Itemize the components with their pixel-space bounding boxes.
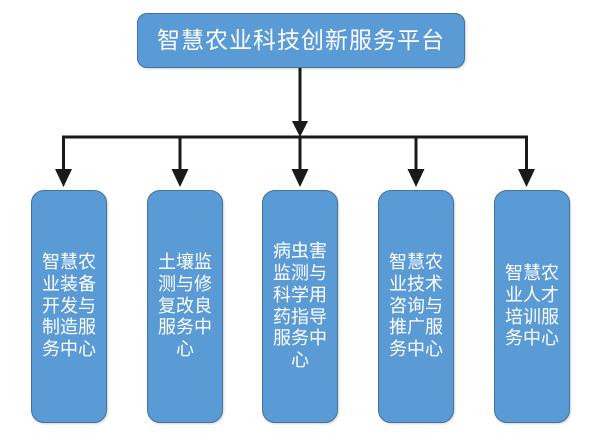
child-node-label: 土壤监测与修复改良服务中心	[158, 251, 212, 360]
arrowhead-child-4	[407, 169, 425, 187]
child-node-talent-training[interactable]: 智慧农业人才培训服务中心	[494, 190, 570, 423]
root-node-label: 智慧农业科技创新服务平台	[157, 26, 445, 53]
child-node-tech-consulting[interactable]: 智慧农业技术咨询与推广服务中心	[378, 190, 454, 423]
arrowhead-bus	[292, 121, 308, 137]
arrowhead-child-2	[171, 169, 189, 187]
child-node-label: 智慧农业技术咨询与推广服务中心	[389, 251, 443, 360]
root-node-platform[interactable]: 智慧农业科技创新服务平台	[137, 13, 465, 68]
child-node-label: 智慧农业装备开发与制造服务中心	[42, 251, 96, 360]
arrowhead-child-5	[518, 169, 535, 187]
arrowhead-child-3	[291, 169, 309, 187]
child-node-label: 病虫害监测与科学用药指导服务中心	[273, 240, 327, 371]
child-node-equipment-manufacturing[interactable]: 智慧农业装备开发与制造服务中心	[31, 190, 107, 423]
child-node-soil-monitoring[interactable]: 土壤监测与修复改良服务中心	[147, 190, 223, 423]
child-node-pest-monitoring[interactable]: 病虫害监测与科学用药指导服务中心	[262, 190, 338, 423]
child-node-label: 智慧农业人才培训服务中心	[505, 262, 559, 349]
arrowhead-child-1	[55, 169, 72, 187]
